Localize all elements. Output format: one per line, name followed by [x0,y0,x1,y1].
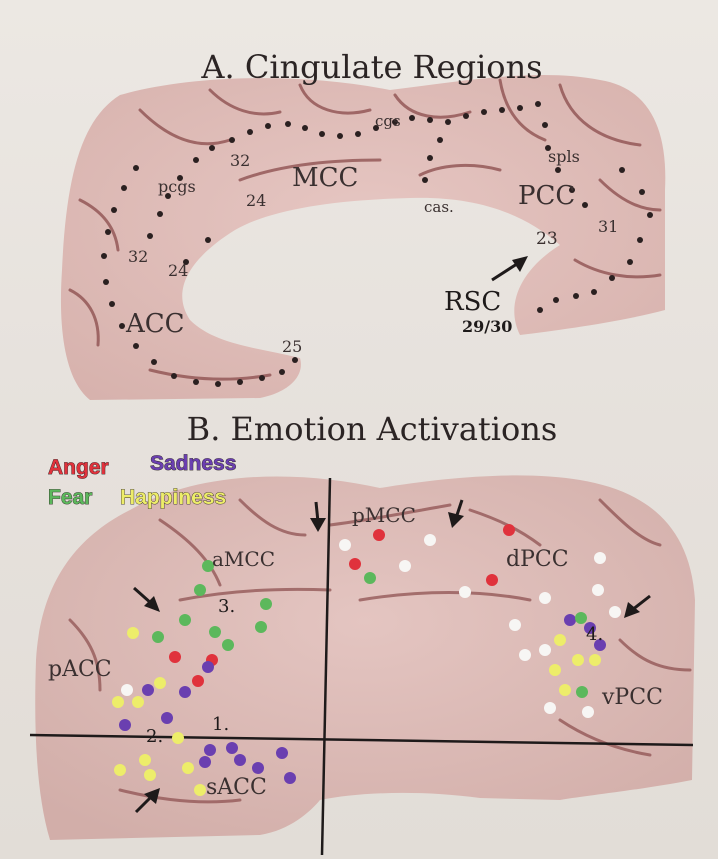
legend-fear: Fear [48,486,92,509]
label-acc: ACC [125,309,185,339]
fear-activation-dot [209,626,221,638]
label-n2: 2. [146,726,163,747]
happiness-activation-dot [182,762,194,774]
panel-b: B. Emotion Activations Anger Sadness Fea… [30,410,695,855]
anger-activation-dot [486,574,498,586]
happiness-activation-dot [139,754,151,766]
label-n3: 3. [218,596,235,617]
sadness-activation-dot [161,712,173,724]
fear-activation-dot [364,572,376,584]
happiness-activation-dot [114,764,126,776]
white-activation-dot [609,606,621,618]
legend: Anger Sadness Fear Happiness [48,452,236,509]
white-activation-dot [539,592,551,604]
white-activation-dot [121,684,133,696]
sadness-activation-dot [564,614,576,626]
label-dpcc: dPCC [506,547,569,572]
fear-activation-dot [222,639,234,651]
fear-activation-dot [194,584,206,596]
label-pcc: PCC [518,181,575,211]
label-amcc: aMCC [212,547,275,571]
happiness-activation-dot [554,634,566,646]
white-activation-dot [582,706,594,718]
white-activation-dot [544,702,556,714]
white-activation-dot [339,539,351,551]
white-activation-dot [539,644,551,656]
happiness-activation-dot [132,696,144,708]
fear-activation-dot [255,621,267,633]
label-pmcc: pMCC [352,503,416,527]
white-activation-dot [399,560,411,572]
fear-activation-dot [179,614,191,626]
white-activation-dot [509,619,521,631]
happiness-activation-dot [127,627,139,639]
anger-activation-dot [349,558,361,570]
label-area-32-top: 32 [230,151,250,170]
label-mcc: MCC [292,163,358,193]
white-activation-dot [459,586,471,598]
white-activation-dot [519,649,531,661]
legend-anger: Anger [48,456,109,479]
happiness-activation-dot [144,769,156,781]
sadness-activation-dot [179,686,191,698]
label-area-31: 31 [598,217,618,236]
label-rsc-areas: 29/30 [462,317,512,336]
label-area-24-top: 24 [246,191,266,210]
label-area-23: 23 [536,229,558,249]
happiness-activation-dot [559,684,571,696]
label-cgs: cgs [375,112,401,130]
sadness-activation-dot [204,744,216,756]
sadness-activation-dot [142,684,154,696]
legend-sadness: Sadness [150,452,236,475]
label-area-25: 25 [282,337,302,356]
panel-a-title: A. Cingulate Regions [200,48,542,86]
label-rsc: RSC [444,287,501,317]
anger-activation-dot [503,524,515,536]
sadness-activation-dot [199,756,211,768]
panel-b-title: B. Emotion Activations [187,410,558,448]
happiness-activation-dot [549,664,561,676]
sadness-activation-dot [226,742,238,754]
white-activation-dot [424,534,436,546]
happiness-activation-dot [589,654,601,666]
legend-happiness: Happiness [120,486,226,509]
sadness-activation-dot [252,762,264,774]
label-n4: 4. [586,624,603,645]
sadness-activation-dot [119,719,131,731]
label-pacc: pACC [48,657,112,682]
white-activation-dot [592,584,604,596]
fear-activation-dot [152,631,164,643]
rsc-arrow [492,256,528,280]
fear-activation-dot [575,612,587,624]
anger-activation-dot [192,675,204,687]
label-area-32-left: 32 [128,247,148,266]
anger-activation-dot [373,529,385,541]
sadness-activation-dot [284,772,296,784]
label-sacc: sACC [206,775,267,800]
happiness-activation-dot [112,696,124,708]
happiness-activation-dot [572,654,584,666]
panel-a: A. Cingulate Regions cgs pcgs 32 24 MCC … [61,48,665,400]
happiness-activation-dot [154,677,166,689]
fear-activation-dot [576,686,588,698]
label-area-24-left: 24 [168,261,188,280]
label-n1: 1. [212,714,229,735]
happiness-activation-dot [172,732,184,744]
sadness-activation-dot [276,747,288,759]
label-spls: spls [548,147,580,166]
happiness-activation-dot [194,784,206,796]
anger-activation-dot [169,651,181,663]
white-activation-dot [594,552,606,564]
fear-activation-dot [260,598,272,610]
sadness-activation-dot [234,754,246,766]
label-pcgs: pcgs [158,177,196,196]
label-vpcc: vPCC [601,685,663,710]
sadness-activation-dot [202,661,214,673]
label-cas: cas. [424,198,454,216]
